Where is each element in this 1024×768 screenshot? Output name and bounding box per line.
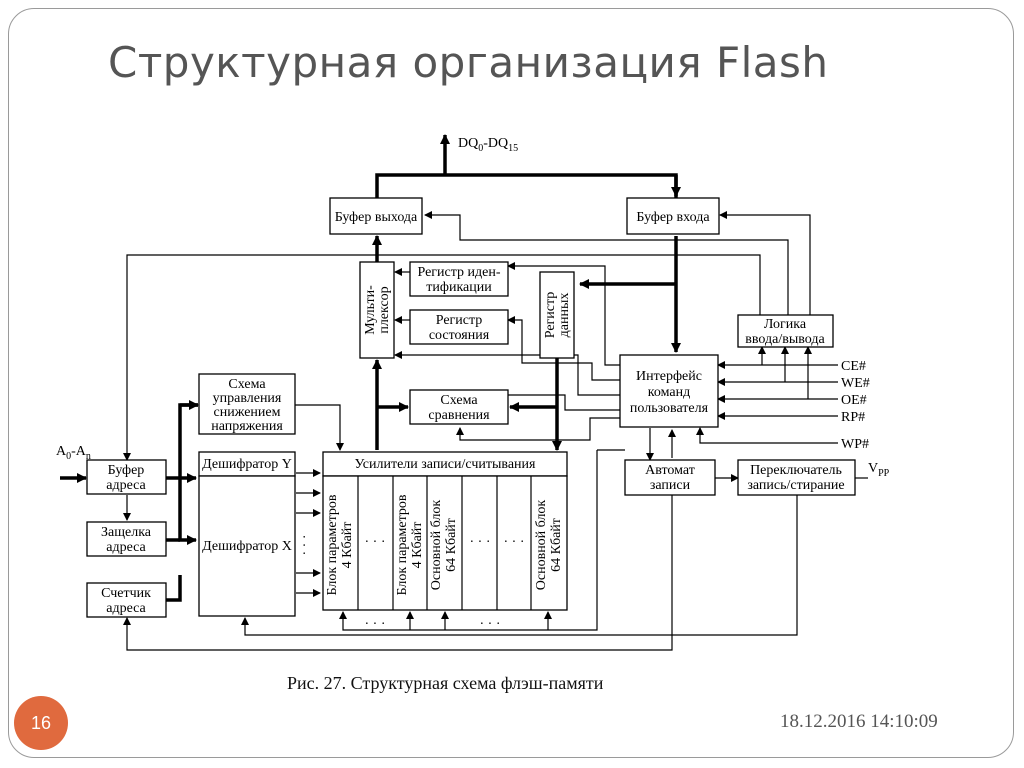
erase-switch-label-1: Переключатель — [750, 463, 842, 478]
thin-wires — [123, 211, 868, 651]
vpp-label: VPP — [868, 461, 890, 479]
thick-wires — [60, 134, 681, 602]
main-block-2-label-b: 64 Кбайт — [549, 518, 564, 572]
slide-datetime: 18.12.2016 14:10:09 — [780, 711, 938, 732]
mux-label-2: плексор — [377, 286, 392, 333]
compare-label-2: сравнения — [428, 408, 490, 423]
data-register-box — [539, 271, 575, 359]
param-block-2-label-b: 4 Кбайт — [410, 522, 425, 569]
addr-latch-label-1: Защелка — [101, 525, 152, 540]
sense-amp-label: Усилители записи/считывания — [355, 457, 536, 472]
cmd-interface-box — [619, 354, 719, 428]
data-register-label-1: Регистр — [543, 292, 558, 339]
bottom-ellipsis-1: · · · — [365, 617, 386, 632]
addr-counter-label-2: адреса — [106, 601, 146, 616]
input-buffer-box — [626, 197, 720, 235]
compare-box — [409, 389, 509, 425]
status-register-box — [409, 309, 509, 345]
power-control-label-4: напряжения — [211, 419, 283, 434]
power-control-label-2: управления — [213, 391, 282, 406]
slide-number-badge: 16 — [14, 696, 68, 750]
addr-buffer-label-1: Буфер — [108, 463, 145, 478]
dq-bus-label: DQ0-DQ15 — [458, 136, 518, 154]
addr-counter-box — [86, 582, 167, 618]
param-block-2-label-a: Блок параметров — [395, 494, 410, 595]
cmd-interface-label-3: пользователя — [630, 401, 709, 416]
slide-frame — [8, 8, 1014, 758]
main-block-2-label-a: Основной блок — [534, 500, 549, 591]
output-buffer-label: Буфер выхода — [335, 210, 418, 225]
io-logic-label-1: Логика — [764, 317, 807, 332]
erase-switch-label-2: запись/стирание — [747, 478, 844, 493]
id-register-box — [409, 261, 509, 297]
signal-oe: OE# — [841, 393, 867, 408]
power-control-box — [198, 373, 296, 435]
main-block-1-label-b: 64 Кбайт — [444, 518, 459, 572]
addr-buffer-box — [86, 459, 167, 495]
signal-ce: CE# — [841, 359, 866, 374]
addr-latch-box — [86, 521, 167, 557]
input-buffer-label: Буфер входа — [636, 210, 710, 225]
decoder-ellipsis: · · · — [298, 535, 313, 556]
io-logic-label-2: ввода/вывода — [745, 332, 825, 347]
signal-we: WE# — [841, 376, 870, 391]
cmd-interface-label-1: Интерфейс — [636, 369, 702, 384]
compare-label-1: Схема — [440, 393, 478, 408]
write-automaton-label-1: Автомат — [645, 463, 695, 478]
status-register-label-1: Регистр — [436, 313, 483, 328]
signal-wp: WP# — [841, 437, 869, 452]
id-register-label-1: Регистр иден- — [417, 265, 500, 280]
cmd-interface-label-2: команд — [648, 385, 690, 400]
signal-rp: RP# — [841, 410, 865, 425]
decoder-x-box — [198, 475, 296, 617]
main-block-1-label-a: Основной блок — [429, 500, 444, 591]
sense-amp-box — [322, 451, 568, 477]
decoder-y-box — [198, 451, 296, 477]
id-register-label-2: тификации — [426, 280, 492, 295]
array-ellipsis-2: · · · — [470, 535, 491, 550]
slide-title: Структурная организация Flash — [108, 38, 829, 87]
decoder-x-label: Дешифратор X — [202, 539, 292, 554]
mux-label-1: Мульти- — [363, 285, 378, 335]
memory-array-box — [322, 475, 568, 611]
param-block-1-label-b: 4 Кбайт — [340, 522, 355, 569]
bottom-ellipsis-2: · · · — [480, 617, 501, 632]
mux-box — [359, 261, 395, 359]
array-ellipsis-3: · · · — [504, 535, 525, 550]
addr-counter-label-1: Счетчик — [101, 586, 151, 601]
power-control-label-1: Схема — [228, 377, 266, 392]
power-control-label-3: снижением — [214, 405, 281, 420]
erase-switch-box — [737, 459, 856, 496]
param-block-1-label-a: Блок параметров — [325, 494, 340, 595]
status-register-label-2: состояния — [429, 328, 490, 343]
addr-buffer-label-2: адреса — [106, 478, 146, 493]
address-bus-label: A0-An — [56, 444, 91, 462]
write-automaton-box — [624, 459, 716, 496]
decoder-y-label: Дешифратор Y — [202, 457, 292, 472]
io-logic-box — [737, 314, 834, 348]
addr-latch-label-2: адреса — [106, 540, 146, 555]
array-ellipsis-1: · · · — [365, 535, 386, 550]
write-automaton-label-2: записи — [650, 478, 691, 493]
data-register-label-2: данных — [557, 293, 572, 338]
output-buffer-box — [329, 197, 423, 235]
figure-caption: Рис. 27. Структурная схема флэш-памяти — [287, 673, 604, 693]
